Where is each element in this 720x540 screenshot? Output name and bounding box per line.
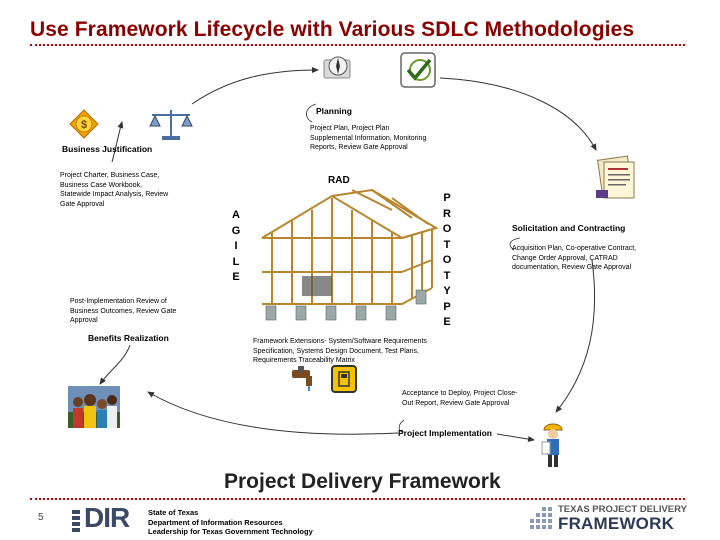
scales-icon xyxy=(149,110,193,140)
business-justification-desc: Project Charter, Business Case, Business… xyxy=(60,172,169,208)
rad-label: RAD xyxy=(328,175,350,186)
planning-bracket xyxy=(306,103,317,123)
arrow-planning-to-solicitation xyxy=(439,77,597,151)
prototype-letter: O xyxy=(442,223,452,235)
dollar-icon: $ xyxy=(69,109,99,139)
prototype-letter: R xyxy=(443,207,451,220)
dir-logo-text: DIR xyxy=(84,502,130,533)
implementation-label: Project Implementation xyxy=(398,428,492,438)
prototype-letter: T xyxy=(443,269,451,282)
road-sign-icon xyxy=(331,365,357,393)
agile-letter: L xyxy=(232,255,240,268)
framework-extensions-desc: Framework Extensions- System/Software Re… xyxy=(253,338,427,364)
org-line-department: Department of Information Resources xyxy=(148,517,283,527)
planning-desc: Project Plan, Project Plan Supplemental … xyxy=(310,125,427,151)
check-icon xyxy=(400,52,436,88)
arrow-justification-to-planning xyxy=(191,67,319,105)
benefits-desc: Post-Implementation Review of Business O… xyxy=(70,298,177,324)
people-photo-icon xyxy=(68,386,120,428)
arrow-benefits-to-family xyxy=(99,344,131,385)
arrow-implementation-to-worker xyxy=(496,433,535,442)
worker-icon xyxy=(541,423,563,467)
dir-logo: DIR xyxy=(72,502,142,534)
project-delivery-framework-title: Project Delivery Framework xyxy=(224,470,501,493)
implementation-bracket xyxy=(398,419,405,433)
arrow-justification-up xyxy=(111,121,124,163)
prototype-letter: Y xyxy=(443,285,451,297)
house-frame-icon xyxy=(261,188,439,321)
prototype-letter: P xyxy=(443,300,451,313)
agile-letter: E xyxy=(232,271,240,283)
agile-letter: G xyxy=(231,224,241,237)
tpd-framework-logo: TEXAS PROJECT DELIVERY FRAMEWORK xyxy=(528,504,688,534)
agile-letter: I xyxy=(234,240,238,252)
benefits-label: Benefits Realization xyxy=(88,333,169,343)
prototype-letter: P xyxy=(443,192,451,204)
svg-text:$: $ xyxy=(81,119,87,131)
title-divider xyxy=(30,44,685,46)
implementation-desc: Acceptance to Deploy, Project Close-Out … xyxy=(402,390,518,407)
compass-icon xyxy=(323,56,351,79)
footer-divider xyxy=(30,498,685,500)
prototype-word: P R O T O T Y P E xyxy=(440,191,454,331)
solicitation-desc: Acquisition Plan, Co-operative Contract,… xyxy=(512,245,637,271)
solicitation-label: Solicitation and Contracting xyxy=(512,223,626,233)
page-title: Use Framework Lifecycle with Various SDL… xyxy=(30,18,635,41)
arrow-implementation-to-benefits xyxy=(147,391,399,435)
business-justification-label: Business Justification xyxy=(62,144,153,154)
planning-label: Planning xyxy=(316,106,352,116)
org-info: State of Texas Department of Information… xyxy=(148,508,313,537)
prototype-letter: E xyxy=(443,316,451,328)
prototype-letter: O xyxy=(442,254,452,266)
org-line-tagline: Leadership for Texas Government Technolo… xyxy=(148,527,313,536)
agile-word: A G I L E xyxy=(229,208,243,286)
solicitation-bracket xyxy=(509,237,521,251)
prototype-letter: T xyxy=(443,238,451,251)
page-number: 5 xyxy=(38,512,44,523)
tpd-line1: TEXAS PROJECT DELIVERY xyxy=(558,504,687,515)
faucet-icon xyxy=(292,366,312,391)
documents-icon xyxy=(596,155,635,199)
arrow-solicitation-to-implementation xyxy=(555,259,596,413)
agile-letter: A xyxy=(232,209,240,221)
org-line-state: State of Texas xyxy=(148,508,199,517)
tpd-line2: FRAMEWORK xyxy=(558,514,675,533)
